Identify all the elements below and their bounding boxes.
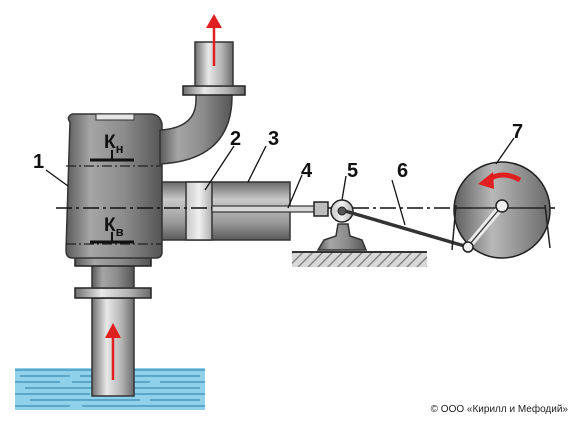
upper-valve bbox=[90, 150, 134, 162]
part-label-6: 6 bbox=[397, 160, 408, 182]
ground bbox=[292, 251, 427, 267]
lower-valve bbox=[90, 232, 134, 244]
upper-valve-label: Кн bbox=[104, 132, 123, 156]
pump-body bbox=[65, 113, 163, 259]
inflow-arrow-icon bbox=[105, 323, 121, 380]
flywheel bbox=[451, 161, 551, 259]
lower-valve-label: Кв bbox=[104, 215, 124, 239]
part-label-5: 5 bbox=[347, 160, 358, 182]
part-label-1: 1 bbox=[33, 151, 44, 173]
piston-rod bbox=[211, 201, 329, 217]
part-label-2: 2 bbox=[230, 128, 241, 150]
part-label-7: 7 bbox=[512, 121, 523, 143]
leader-lines bbox=[45, 137, 515, 226]
outlet-elbow bbox=[159, 41, 246, 165]
part-label-3: 3 bbox=[268, 128, 279, 150]
copyright-text: © ООО «Кирилл и Мефодий» bbox=[430, 404, 568, 415]
intake-pipe bbox=[74, 255, 152, 397]
rotation-arrow-icon bbox=[478, 172, 522, 189]
connecting-rod bbox=[344, 209, 469, 249]
outflow-arrow-icon bbox=[206, 14, 222, 66]
piston bbox=[185, 181, 213, 241]
part-label-4: 4 bbox=[301, 160, 313, 182]
crosshead-support bbox=[316, 199, 368, 251]
